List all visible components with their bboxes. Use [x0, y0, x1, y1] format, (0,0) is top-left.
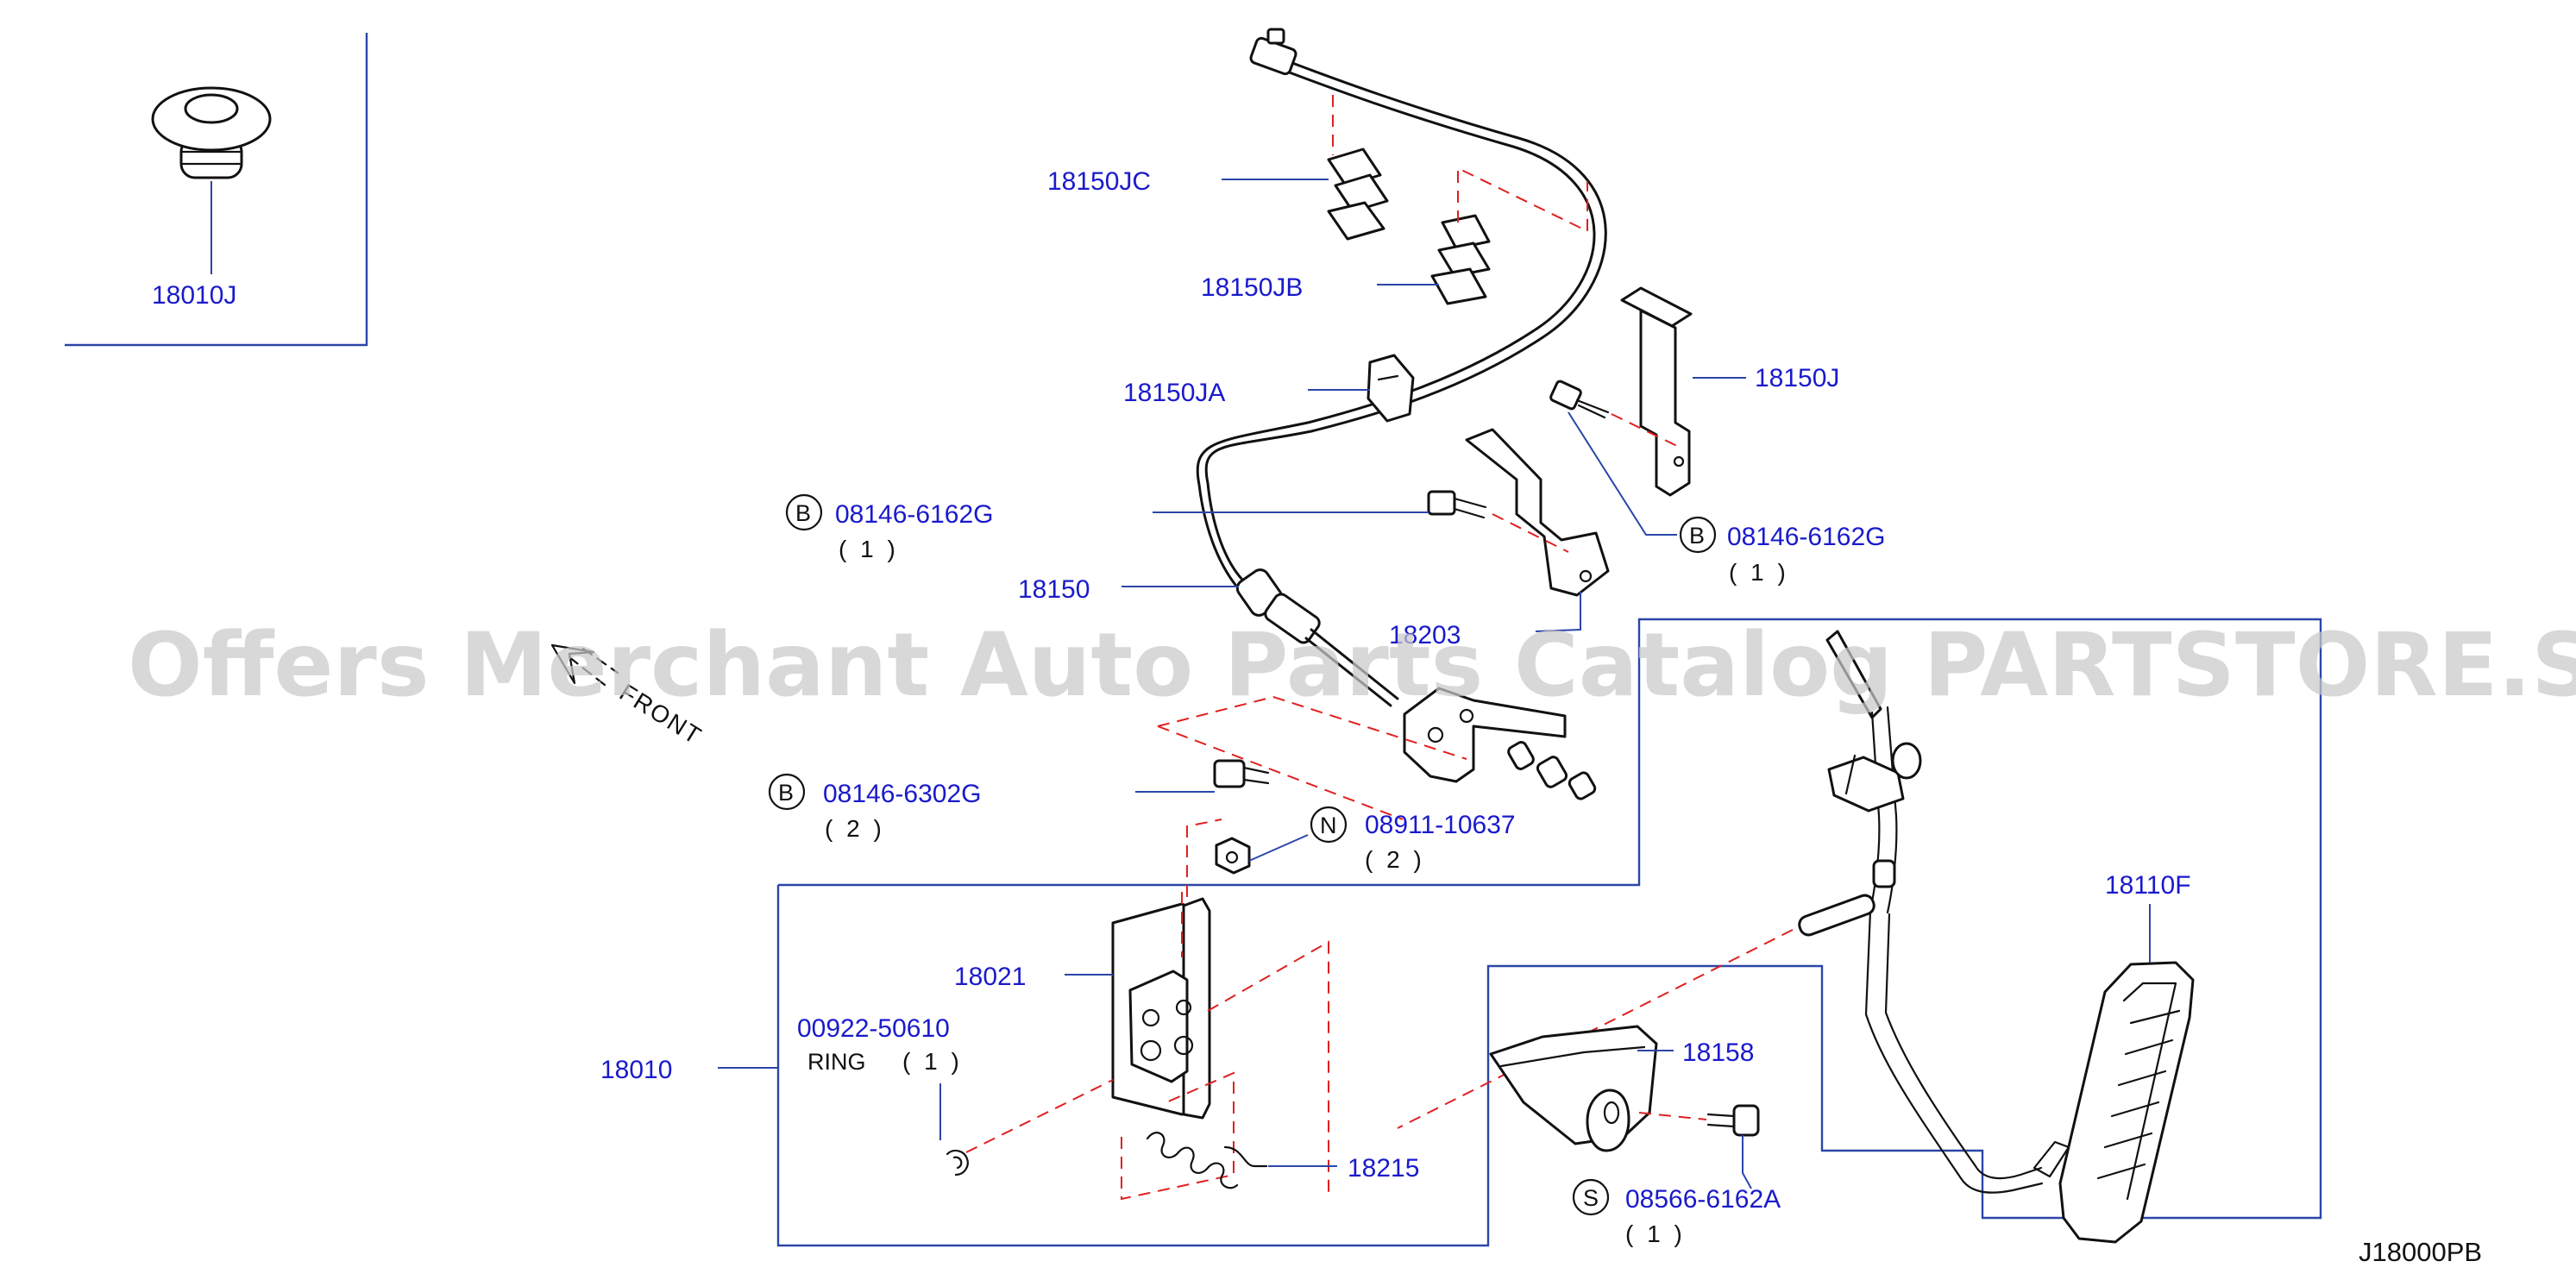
badge-B [1679, 516, 1717, 554]
part-label-18010J: 18010J [152, 281, 236, 310]
qty-08146-6302G: ( 2 ) [825, 815, 885, 842]
part-number-08566-6162A: 08566-6162A [1625, 1185, 1781, 1214]
watermark: Offers Merchant Auto Parts Catalog PARTS… [128, 614, 2576, 717]
screw-08566-6162A: S 08566-6162A ( 1 ) [1572, 1104, 1781, 1247]
part-number-08146-6162G-left: 08146-6162G [835, 500, 994, 529]
svg-text:S: S [1583, 1185, 1599, 1211]
pedal-bracket-18021: 18021 [954, 892, 1329, 1192]
part-number-00922-50610: 00922-50610 [797, 1014, 950, 1043]
qty-00922-50610: ( 1 ) [902, 1048, 963, 1075]
part-label-18110F: 18110F [2105, 871, 2191, 900]
badge-B [785, 493, 823, 531]
diagram-code: J18000PB [2359, 1237, 2482, 1267]
qty-08146-6162G-left: ( 1 ) [839, 536, 899, 562]
part-number-08146-6302G: 08146-6302G [823, 780, 982, 808]
qty-08911-10637: ( 2 ) [1365, 846, 1425, 873]
accelerator-cable-18150: 18150 [1018, 28, 1607, 707]
part-label-18150JC: 18150JC [1047, 167, 1151, 196]
svg-text:B: B [778, 780, 794, 806]
pedal-pad-18110F: 18110F [2058, 871, 2195, 1244]
stopper-18158: 18158 [1489, 1025, 1754, 1152]
qty-08146-6162G-right: ( 1 ) [1729, 559, 1789, 586]
part-label-18215: 18215 [1348, 1154, 1419, 1183]
bolt-08146-6302G: B 08146-6302G ( 2 ) [768, 759, 1270, 842]
badge-N [1310, 806, 1348, 844]
clip-18150JA: 18150JA [1123, 354, 1415, 423]
ring-name: RING [807, 1049, 866, 1075]
part-label-18021: 18021 [954, 963, 1026, 991]
nut-08911-10637: N 08911-10637 ( 2 ) [1186, 806, 1516, 897]
svg-text:N: N [1320, 813, 1337, 838]
pedal-assembly-box [776, 618, 2322, 1247]
part-label-18010: 18010 [600, 1056, 672, 1084]
qty-08566-6162A: ( 1 ) [1625, 1220, 1686, 1247]
bolt-08146-6162G-upper-left: B 08146-6162G ( 1 ) [785, 490, 1569, 562]
part-label-18150J: 18150J [1755, 364, 1839, 392]
part-number-08146-6162G-right: 08146-6162G [1727, 523, 1886, 551]
bracket-18150J: 18150J [1620, 286, 1839, 497]
badge-B [768, 773, 806, 811]
pedal-arm [1397, 630, 2070, 1194]
part-label-18203: 18203 [1389, 621, 1461, 649]
cable-end-bracket [1157, 687, 1597, 820]
part-label-18150JB: 18150JB [1201, 273, 1303, 302]
part-label-18158: 18158 [1682, 1038, 1754, 1067]
clip-18150JB: 18150JB [1201, 166, 1588, 305]
ring-00922-50610: 00922-50610 RING ( 1 ) [797, 1014, 1114, 1176]
part-number-08911-10637: 08911-10637 [1365, 811, 1516, 839]
svg-text:B: B [1689, 523, 1705, 549]
part-label-18150: 18150 [1018, 575, 1090, 604]
bolt-08146-6162G-upper-right: B 08146-6162G ( 1 ) [1549, 380, 1886, 586]
part-label-18150JA: 18150JA [1123, 379, 1225, 407]
inset-box-18010J [65, 33, 368, 347]
spring-18215: 18215 [1121, 1071, 1419, 1201]
grommet-18010J: 18010J [151, 86, 272, 310]
svg-text:B: B [795, 500, 811, 526]
badge-S [1572, 1178, 1610, 1216]
bracket-18203: 18203 [1389, 428, 1610, 649]
clip-18150JC: 18150JC [1047, 95, 1389, 241]
